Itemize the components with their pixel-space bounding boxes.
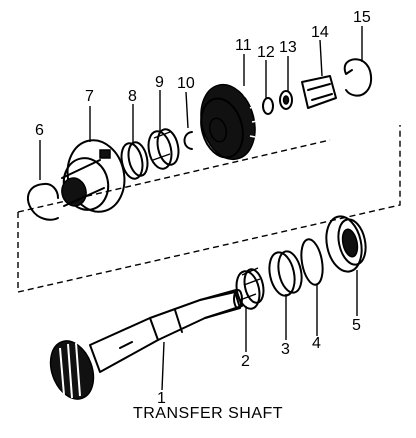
part-11-drive-gear <box>200 83 258 161</box>
part-7-flange <box>61 139 126 213</box>
callout-2: 2 <box>241 353 250 370</box>
part-13-nut <box>279 90 293 110</box>
callout-1: 1 <box>157 390 166 407</box>
callout-11: 11 <box>235 37 252 54</box>
part-3-bearing-race <box>268 250 303 297</box>
part-6-snap-ring <box>27 182 59 221</box>
diagram-caption: TRANSFER SHAFT <box>132 405 284 422</box>
part-10-retaining-ring <box>183 131 193 150</box>
part-14-clip <box>301 75 337 109</box>
leader-lines <box>39 26 363 391</box>
part-4-shim <box>300 238 324 286</box>
callout-12: 12 <box>257 44 275 61</box>
part-5-seal <box>325 215 367 273</box>
callout-3: 3 <box>281 341 290 358</box>
callout-5: 5 <box>352 317 361 334</box>
callout-7: 7 <box>85 88 94 105</box>
callout-8: 8 <box>128 88 137 105</box>
callout-15: 15 <box>353 9 371 26</box>
part-2-tapered-bearing <box>235 267 265 310</box>
part-15-spring-clip <box>343 58 372 97</box>
part-8-race <box>120 141 149 180</box>
part-1-transfer-shaft <box>49 289 243 400</box>
callout-4: 4 <box>312 335 321 352</box>
part-12-washer <box>262 97 274 115</box>
callout-6: 6 <box>35 122 44 139</box>
part-9-bearing <box>147 128 180 170</box>
callout-14: 14 <box>311 24 329 41</box>
callout-10: 10 <box>177 75 195 92</box>
assembly-frame <box>17 125 401 293</box>
callout-9: 9 <box>155 74 164 91</box>
callout-13: 13 <box>279 39 297 56</box>
